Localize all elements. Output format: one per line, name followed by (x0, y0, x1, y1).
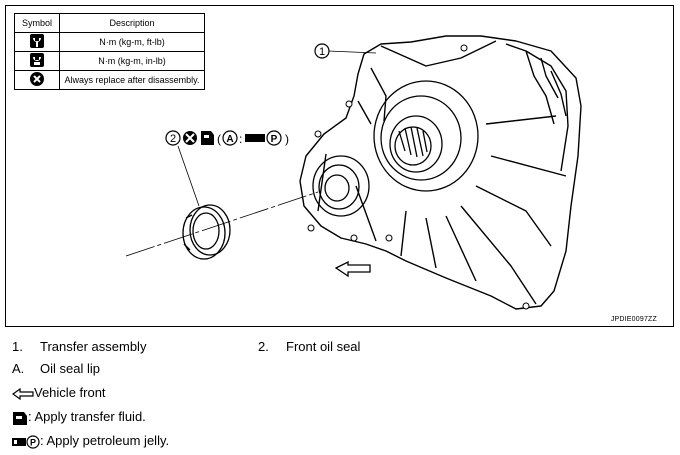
symbol-legend-table: Symbol Description N·m (kg-m, ft-lb) (14, 13, 205, 90)
leader-line-part1 (327, 50, 377, 54)
item-number: 2. (258, 339, 269, 354)
legend-header-description: Description (59, 13, 205, 33)
replace-x-icon (30, 72, 44, 86)
transfer-fluid-note: : Apply transfer fluid. (12, 409, 146, 426)
callout-2-group: 2 ( A : P ) (165, 130, 289, 146)
petroleum-jelly-tube-icon (245, 134, 265, 142)
item-label: Front oil seal (286, 339, 361, 354)
front-seal-bore (312, 155, 370, 217)
transfer-fluid-can-icon (13, 411, 27, 425)
callout-1-number: 1 (319, 46, 325, 58)
list-item: 2. Front oil seal (258, 339, 360, 354)
leader-line-part2 (177, 145, 200, 207)
petroleum-jelly-tube-icon (12, 437, 26, 446)
legend-row: N·m (kg-m, ft-lb) (14, 32, 205, 52)
legend-description: N·m (kg-m, in-lb) (59, 51, 205, 71)
item-number: 1. (12, 339, 23, 354)
figure-id: JPDIE0097ZZ (610, 316, 657, 323)
transfer-assembly-drawing: 1 2 ( A : P ) (125, 35, 582, 310)
vehicle-front-arrow-icon (12, 387, 34, 400)
callout-1-circle (314, 43, 330, 59)
petroleum-jelly-label: : Apply petroleum jelly. (40, 433, 170, 448)
callout-2-colon: : (239, 132, 242, 146)
petroleum-p-letter: P (30, 437, 36, 447)
legend-row: Always replace after disassembly. (14, 70, 205, 90)
item-label: Transfer assembly (40, 339, 147, 354)
torque-wrench-small-icon (30, 53, 44, 67)
callout-2-number: 2 (170, 133, 176, 145)
vehicle-front-arrow (334, 260, 371, 278)
callout-p-circle (266, 130, 282, 146)
transfer-case-housing (299, 35, 582, 310)
callout-2-open-paren: ( (217, 132, 221, 146)
list-item: 1. Transfer assembly (12, 339, 146, 354)
legend-header-symbol: Symbol (14, 13, 60, 33)
callout-a-letter: A (226, 134, 233, 145)
callout-p-letter: P (271, 134, 278, 145)
list-item: A. Oil seal lip (12, 361, 100, 376)
callout-a-circle (222, 130, 238, 146)
petroleum-jelly-note: P : Apply petroleum jelly. (12, 433, 169, 449)
legend-row: N·m (kg-m, in-lb) (14, 51, 205, 71)
legend-description: N·m (kg-m, ft-lb) (59, 32, 205, 52)
petroleum-p-circle: P (26, 434, 40, 449)
callout-2-circle (165, 130, 181, 146)
item-number: A. (12, 361, 25, 376)
torque-wrench-icon (30, 34, 44, 48)
illustration-frame: 1 2 ( A : P ) Symbol Description (5, 5, 674, 327)
callout-2-close-paren: ) (285, 132, 289, 146)
install-centerline (125, 191, 319, 257)
bolt-heads (307, 44, 530, 310)
transfer-fluid-label: : Apply transfer fluid. (28, 409, 146, 424)
legend-description: Always replace after disassembly. (59, 70, 205, 90)
oil-seal (182, 204, 231, 260)
item-label: Oil seal lip (40, 361, 100, 376)
output-shaft-bore (373, 80, 479, 192)
legend-header-row: Symbol Description (14, 13, 205, 33)
vehicle-front-label: Vehicle front (34, 385, 106, 400)
vehicle-front-note: Vehicle front (12, 385, 106, 400)
